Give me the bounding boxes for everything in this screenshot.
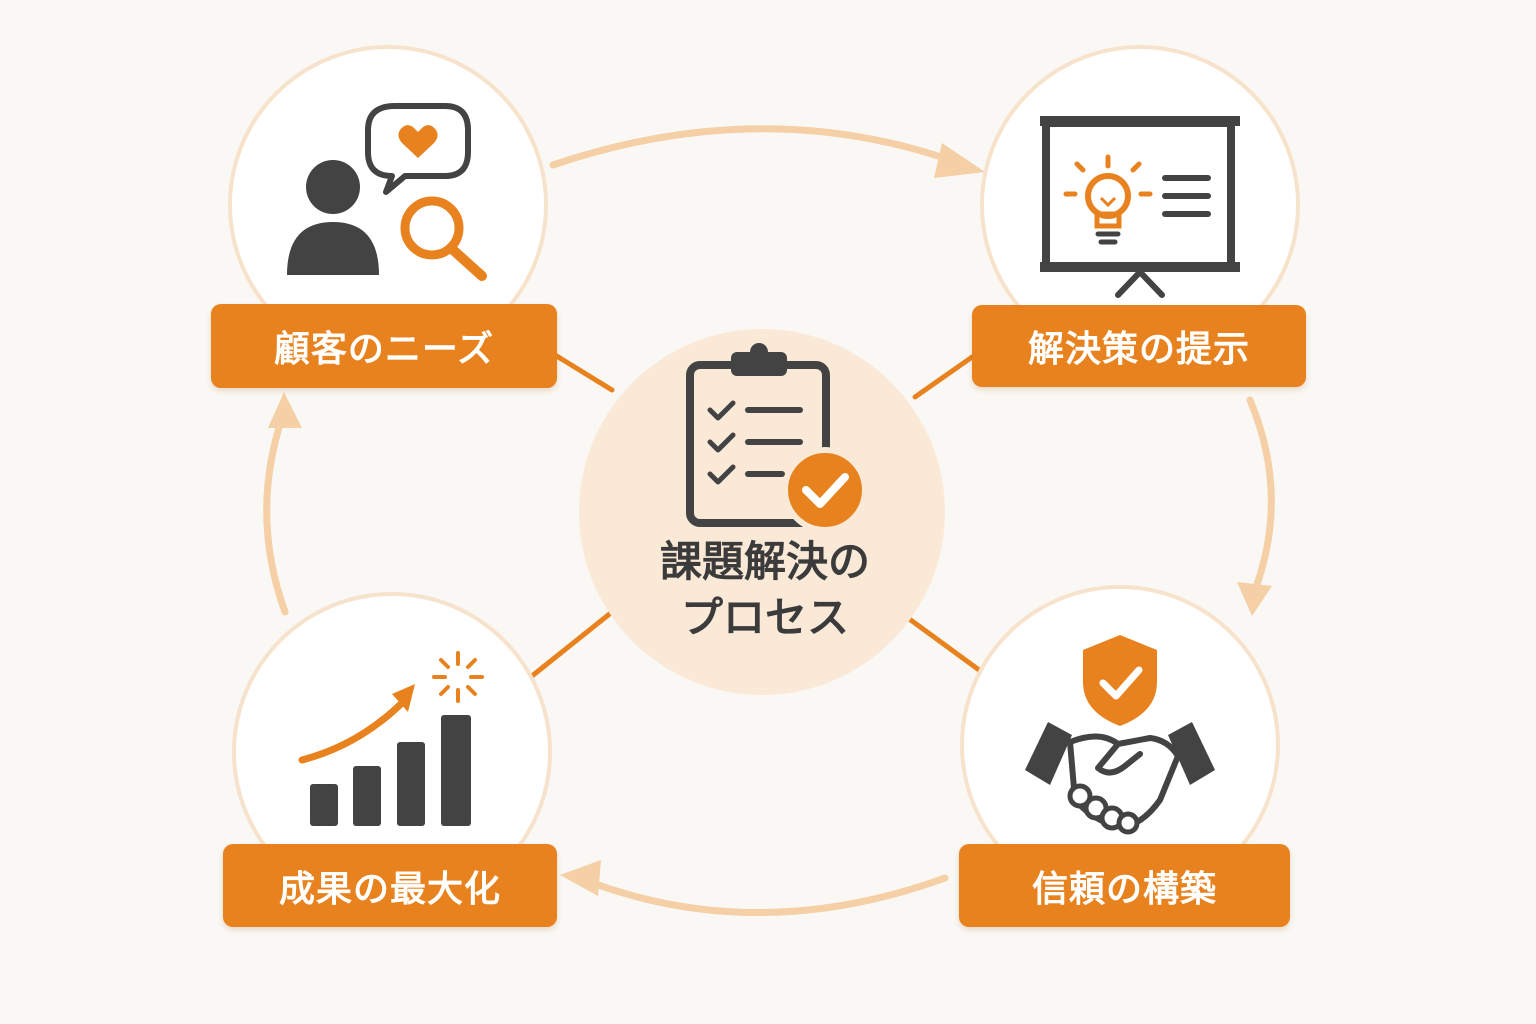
center-title-line2: プロセス: [680, 593, 849, 642]
connector-results: [529, 609, 615, 679]
step-label-solution: 解決策の提示: [972, 305, 1306, 387]
growth-chart-icon: [298, 651, 484, 826]
handshake-shield-icon: [1025, 635, 1215, 835]
center-circle: [579, 329, 945, 695]
arrow-results-to-needs: [263, 414, 289, 616]
clipboard-check-icon: [686, 343, 868, 533]
connector-needs: [552, 352, 615, 393]
cycle-arrows: [263, 125, 1275, 916]
cycle-arrowheads: [268, 143, 1272, 896]
arrowhead-solution-to-trust: [1237, 582, 1272, 616]
connectors: [529, 352, 993, 681]
connector-solution: [912, 352, 978, 400]
step-label-results: 成果の最大化: [223, 844, 557, 927]
step-label-trust: 信頼の構築: [959, 844, 1290, 927]
center-title-line1: 課題解決の: [659, 537, 870, 586]
step-label-needs: 顧客のニーズ: [211, 304, 557, 388]
arrowhead-trust-to-results: [560, 860, 601, 896]
center-title: 課題解決の プロセス: [600, 534, 930, 646]
arrow-needs-to-solution: [549, 125, 954, 169]
arrowhead-needs-to-solution: [934, 143, 985, 178]
arrow-solution-to-trust: [1246, 396, 1275, 594]
presentation-idea-icon: [1040, 116, 1240, 298]
arrowhead-results-to-needs: [268, 392, 302, 428]
arrow-trust-to-results: [586, 874, 949, 916]
connector-trust: [905, 615, 993, 681]
customer-search-icon: [287, 103, 487, 281]
